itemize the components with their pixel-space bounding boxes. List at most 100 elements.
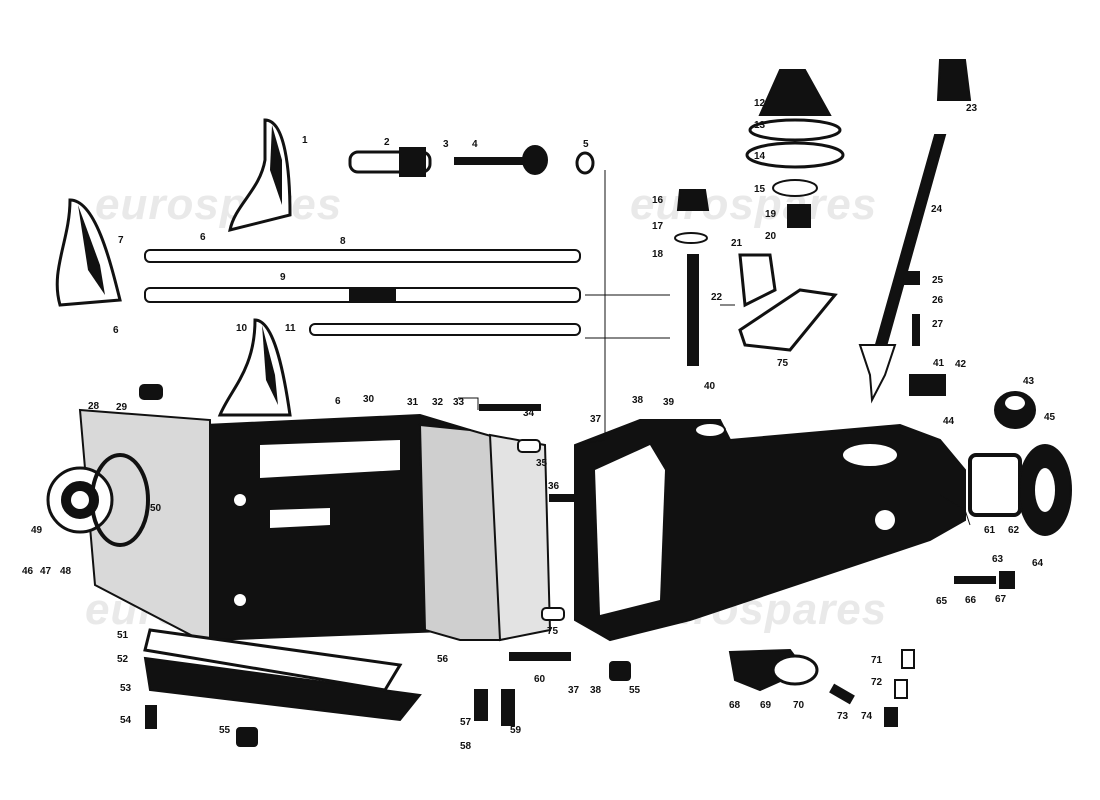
callout-39: 39 [663,397,675,408]
plug-55 [236,727,258,747]
pin-27 [912,314,920,346]
callout-46: 46 [22,566,34,577]
callout-3: 3 [443,139,449,150]
stud-36 [549,494,581,502]
stud-60 [509,652,571,661]
callout-58: 58 [460,741,472,752]
callout-42: 42 [955,359,967,370]
callout-56: 56 [437,654,449,665]
callout-34: 34 [523,408,535,419]
callout-29: 29 [116,402,128,413]
callout-69: 69 [760,700,772,711]
bolt-54 [145,705,157,729]
callout-31: 31 [407,397,419,408]
speedo-bush [575,151,595,175]
callout-59: 59 [510,725,522,736]
callout-17: 17 [652,221,664,232]
watermark-top-left: eurospares [95,180,343,229]
selector-shaft [687,254,699,366]
callout-28: 28 [88,401,100,412]
callout-43: 43 [1023,376,1035,387]
spring-57 [474,689,488,721]
callout-74: 74 [861,711,873,722]
nut-25 [904,271,920,285]
callout-8: 8 [340,236,346,247]
callout-71: 71 [871,655,883,666]
callout-61: 61 [984,525,996,536]
callout-62: 62 [1008,525,1020,536]
selector-bracket-21 [738,253,777,308]
callout-55a: 55 [219,725,231,736]
callout-51: 51 [117,630,129,641]
callout-67: 67 [995,594,1007,605]
callout-68: 68 [729,700,741,711]
callout-10: 10 [236,323,248,334]
callout-53: 53 [120,683,132,694]
callout-37a: 37 [590,414,602,425]
callout-11: 11 [285,323,296,334]
callout-49: 49 [31,525,43,536]
callout-50: 50 [150,503,162,514]
callout-54: 54 [120,715,132,726]
callout-9: 9 [280,272,286,283]
callout-38a: 38 [632,395,644,406]
plug-67 [999,571,1015,589]
parts-artwork [46,59,1072,747]
callout-6a: 6 [200,232,206,243]
output-bearing [968,453,1022,517]
plug-71 [901,649,915,669]
callout-6c: 6 [335,396,341,407]
selector-fork-10 [217,318,292,417]
callout-65: 65 [936,596,948,607]
callout-75a: 75 [777,358,789,369]
casing-highlight [260,440,400,478]
shift-lever-75 [738,288,838,352]
callout-5: 5 [583,139,589,150]
lever-bush [787,204,811,228]
callout-33: 33 [453,397,465,408]
callout-2: 2 [384,137,390,148]
callout-48: 48 [60,566,72,577]
callout-75b: 75 [547,626,559,637]
plug-55b [609,661,631,681]
plug-29 [139,384,163,400]
callout-4: 4 [472,139,478,150]
callout-18: 18 [652,249,664,260]
selector-rod-11 [309,323,581,336]
callout-66: 66 [965,595,977,606]
callout-44: 44 [943,416,955,427]
callout-15: 15 [754,184,766,195]
reverse-block-41 [909,374,946,396]
spring-59 [501,689,515,726]
callout-labels: 1 2 3 4 5 6 7 8 9 6 10 11 12 13 14 15 16… [22,98,1056,752]
callout-60: 60 [534,674,546,685]
bolt-74 [884,707,898,727]
callout-25: 25 [932,275,944,286]
callout-1: 1 [302,135,308,146]
callout-7: 7 [118,235,124,246]
callout-6b: 6 [113,325,119,336]
callout-22: 22 [711,292,723,303]
gear-lever [873,134,947,352]
callout-27: 27 [932,319,944,330]
callout-37b: 37 [568,685,580,696]
stud-34 [479,404,541,411]
callout-12: 12 [754,98,766,109]
callout-72: 72 [871,677,883,688]
rubber-boot [758,69,832,116]
callout-64: 64 [1032,558,1044,569]
callout-32: 32 [432,397,444,408]
callout-41: 41 [933,358,945,369]
callout-45: 45 [1044,412,1056,423]
callout-19: 19 [765,209,777,220]
callout-70: 70 [793,700,805,711]
callout-55b: 55 [629,685,641,696]
callout-26: 26 [932,295,944,306]
plug-72 [894,679,908,699]
callout-35: 35 [536,458,548,469]
callout-23: 23 [966,103,978,114]
breather-plug [676,189,710,211]
callout-36: 36 [548,481,560,492]
